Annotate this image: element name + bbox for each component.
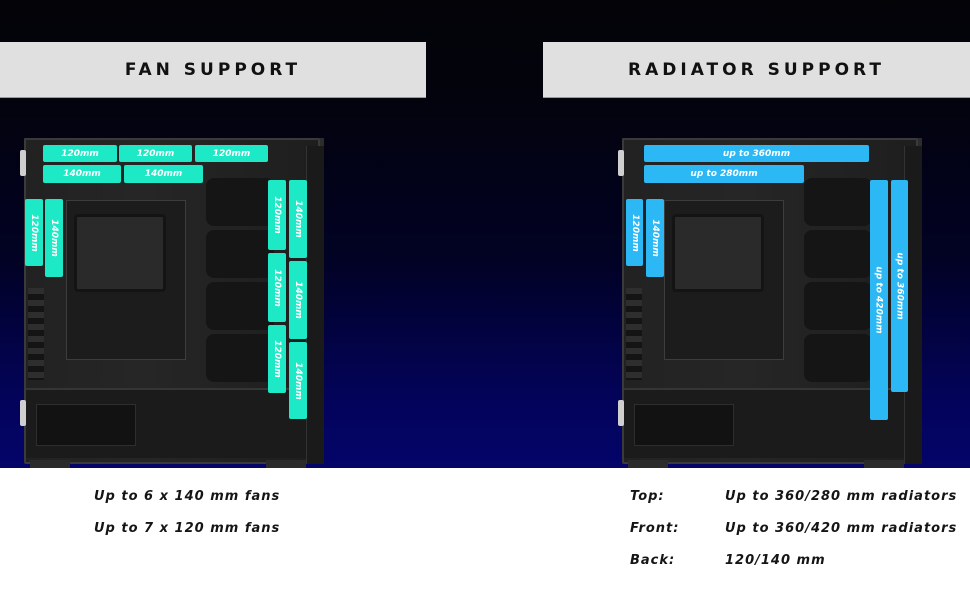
hinge: [618, 150, 624, 176]
radiator-spec-value-top: Up to 360/280 mm radiators: [725, 489, 958, 504]
fan-bracket: [206, 282, 274, 330]
fan-tag-front-120-2: 120mm: [268, 253, 286, 322]
fan-tag-front-120-1: 120mm: [268, 180, 286, 250]
expansion-slots: [626, 288, 642, 380]
case-foot: [30, 460, 70, 468]
radiator-tag-rear-140: 140mm: [646, 199, 664, 277]
fan-tag-front-140-1: 140mm: [289, 180, 307, 258]
fan-tag-top-120-3: 120mm: [195, 145, 268, 162]
hinge: [20, 400, 26, 426]
hinge: [20, 150, 26, 176]
radiator-spec-value-back: 120/140 mm: [725, 553, 826, 568]
case-foot: [628, 460, 668, 468]
expansion-slots: [28, 288, 44, 380]
fan-tag-front-140-3: 140mm: [289, 342, 307, 419]
case-foot: [864, 460, 904, 468]
fan-tag-top-120-2: 120mm: [119, 145, 192, 162]
cpu-cutout: [672, 214, 764, 292]
radiator-tag-top-360: up to 360mm: [644, 145, 869, 162]
radiator-case-diagram: [604, 138, 924, 468]
radiator-tag-top-280: up to 280mm: [644, 165, 804, 183]
cpu-cutout: [74, 214, 166, 292]
fan-tag-front-140-2: 140mm: [289, 261, 307, 339]
fan-support-banner: FAN SUPPORT: [0, 42, 426, 98]
fan-bracket: [804, 334, 872, 382]
fan-bracket: [206, 230, 274, 278]
radiator-spec-label-top: Top:: [630, 489, 665, 504]
hinge: [618, 400, 624, 426]
psu-cage: [36, 404, 136, 446]
fan-tag-front-120-3: 120mm: [268, 325, 286, 393]
case-front-panel: [306, 146, 324, 464]
fan-tag-rear-120: 120mm: [25, 199, 43, 266]
fan-caption-140: Up to 6 x 140 mm fans: [94, 489, 281, 504]
fan-support-title: FAN SUPPORT: [124, 59, 302, 80]
radiator-tag-front-420: up to 420mm: [870, 180, 888, 420]
fan-tag-top-140-1: 140mm: [43, 165, 121, 183]
psu-shroud: [624, 388, 904, 458]
radiator-support-banner: RADIATOR SUPPORT: [543, 42, 970, 98]
fan-tag-top-120-1: 120mm: [43, 145, 117, 162]
radiator-spec-label-back: Back:: [630, 553, 676, 568]
case-foot: [266, 460, 306, 468]
radiator-spec-label-front: Front:: [630, 521, 680, 536]
radiator-tag-rear-120: 120mm: [626, 199, 643, 266]
fan-bracket: [206, 178, 274, 226]
radiator-spec-value-front: Up to 360/420 mm radiators: [725, 521, 958, 536]
fan-tag-rear-140: 140mm: [45, 199, 63, 277]
fan-caption-120: Up to 7 x 120 mm fans: [94, 521, 281, 536]
fan-bracket: [206, 334, 274, 382]
fan-bracket: [804, 230, 872, 278]
fan-bracket: [804, 282, 872, 330]
fan-bracket: [804, 178, 872, 226]
radiator-tag-front-360: up to 360mm: [891, 180, 908, 392]
radiator-support-title: RADIATOR SUPPORT: [628, 59, 885, 80]
fan-tag-top-140-2: 140mm: [124, 165, 203, 183]
psu-cage: [634, 404, 734, 446]
